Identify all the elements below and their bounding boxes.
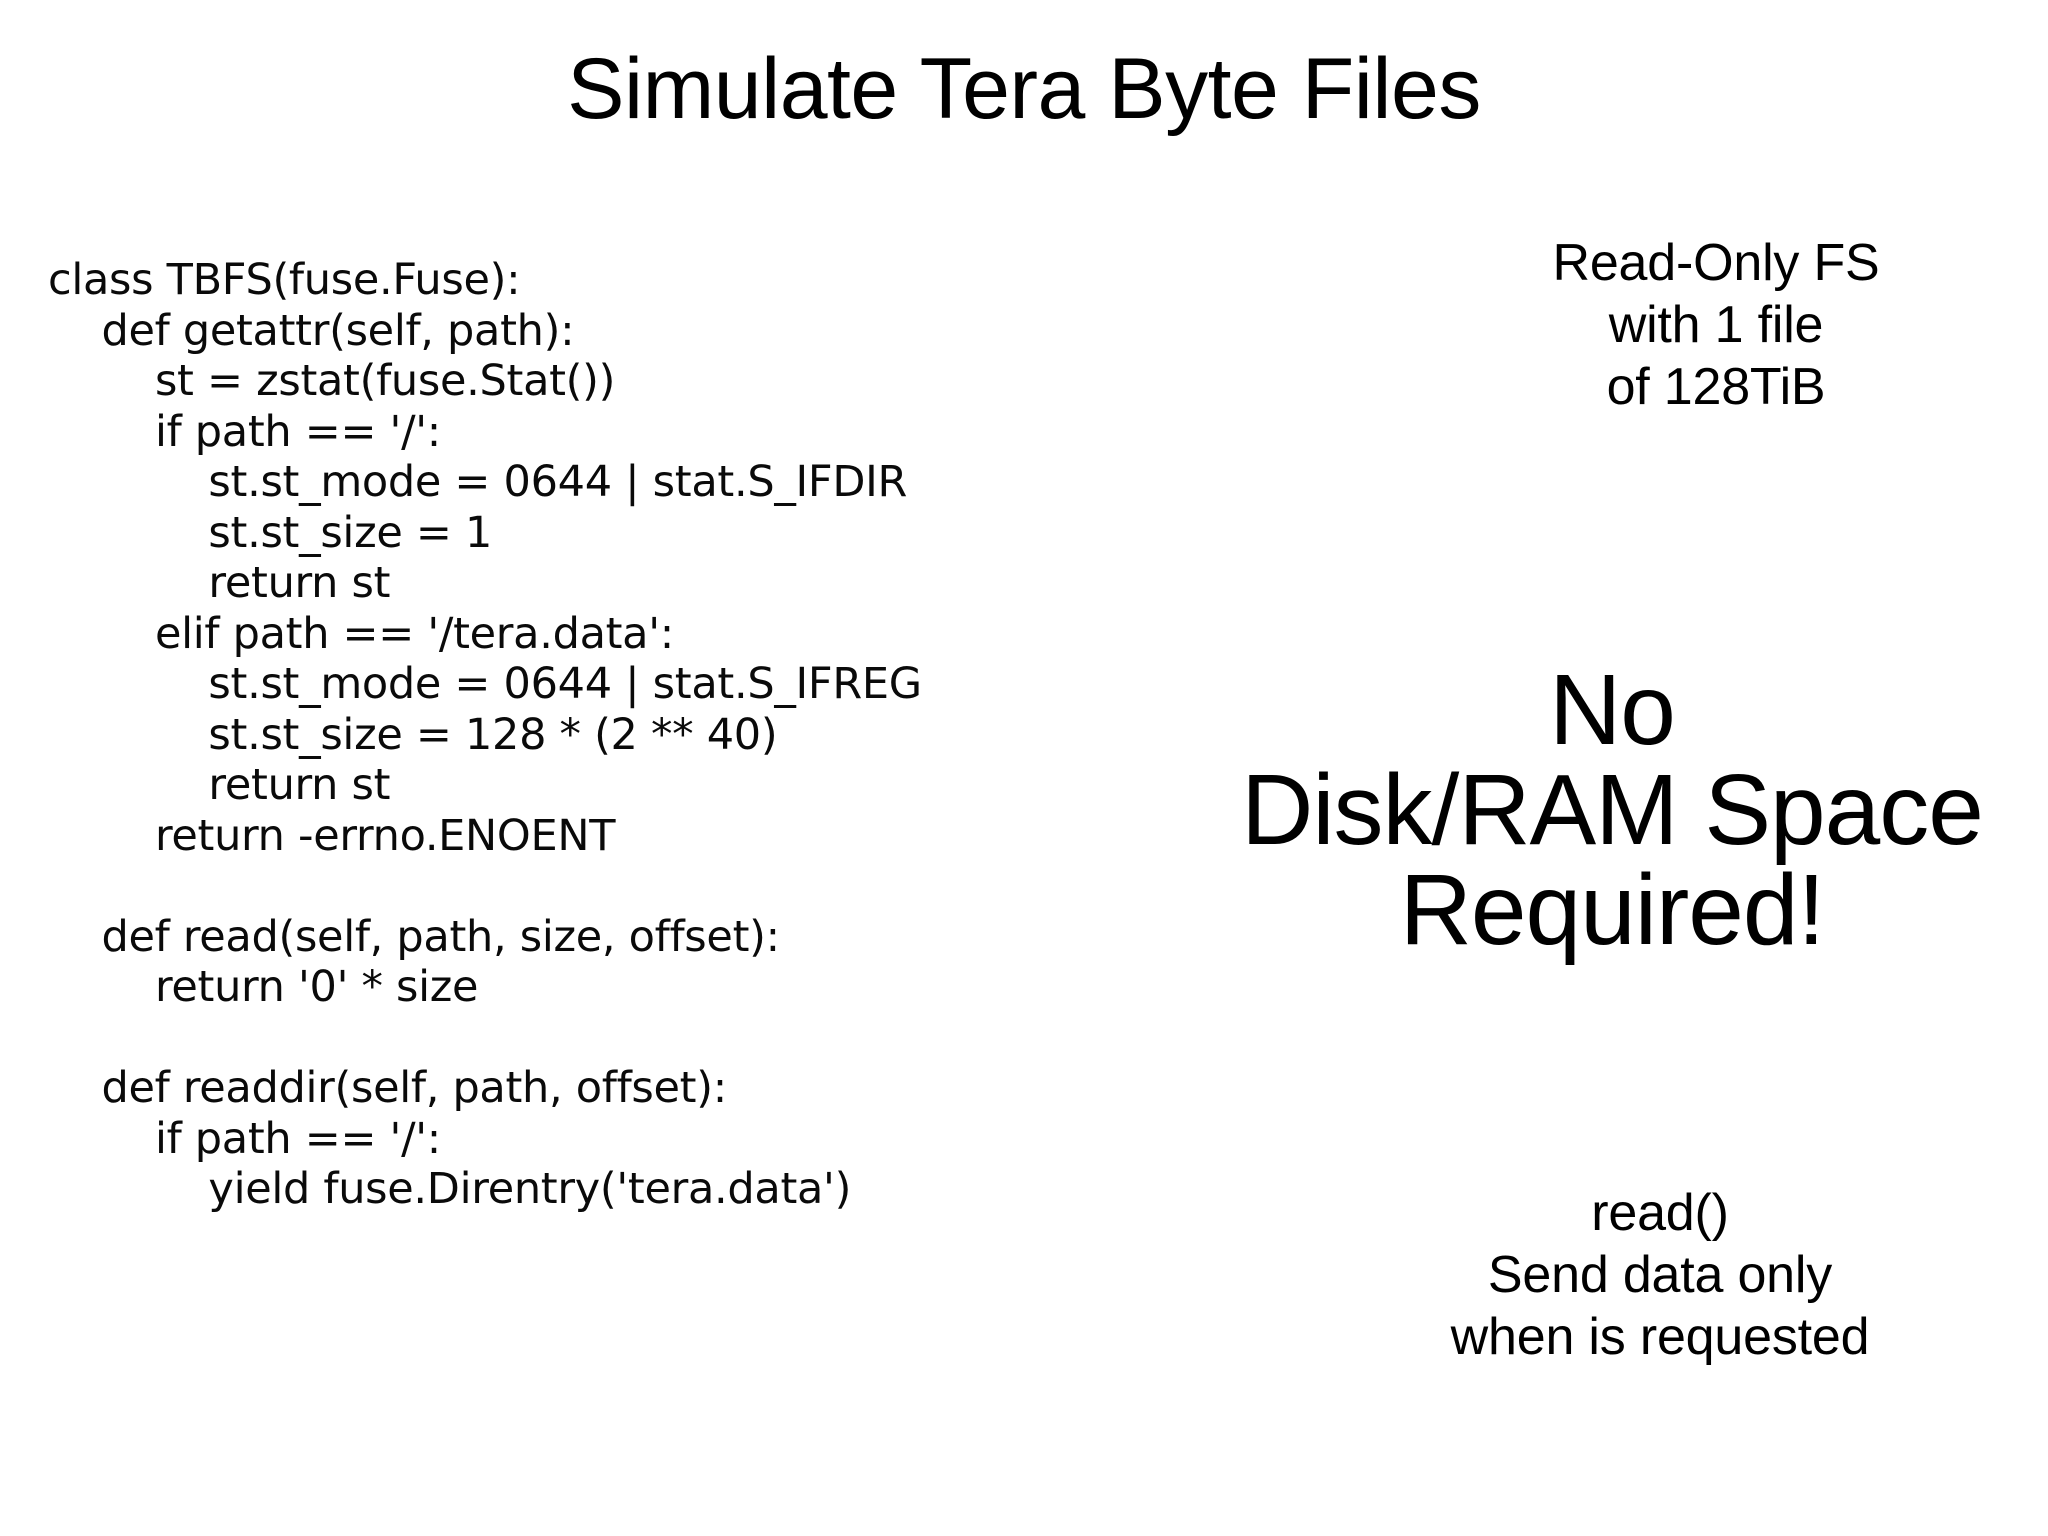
annotation-line: Send data only xyxy=(1487,1246,1833,1304)
annotation-line: Required! xyxy=(1399,854,1826,966)
code-line-blank xyxy=(48,861,1168,912)
annotation-line: No xyxy=(1549,654,1676,766)
code-line: return st xyxy=(48,760,391,810)
code-line: class TBFS(fuse.Fuse): xyxy=(48,255,521,305)
annotation-line: Read-Only FS xyxy=(1552,234,1880,292)
code-line: elif path == '/tera.data': xyxy=(48,608,674,659)
code-line: st.st_size = 128 * (2 ** 40) xyxy=(48,709,778,760)
code-line: return '0' * size xyxy=(48,962,479,1012)
annotation-read-call: read() Send data only when is requested xyxy=(1340,1182,1980,1368)
code-line: def readdir(self, path, offset): xyxy=(48,1063,727,1113)
code-line: return st xyxy=(48,558,391,608)
annotation-line: of 128TiB xyxy=(1606,358,1826,416)
code-line: if path == '/': xyxy=(48,1113,441,1164)
annotation-line: with 1 file xyxy=(1608,296,1824,354)
code-line: st.st_size = 1 xyxy=(48,507,493,558)
code-line: st.st_mode = 0644 | stat.S_IFREG xyxy=(48,659,922,709)
code-line: st.st_mode = 0644 | stat.S_IFDIR xyxy=(48,457,908,507)
annotation-line: Disk/RAM Space xyxy=(1241,754,1984,866)
code-line: if path == '/': xyxy=(48,406,441,457)
code-line: yield fuse.Direntry('tera.data') xyxy=(48,1164,852,1214)
annotation-line: read() xyxy=(1591,1184,1729,1242)
code-line-blank xyxy=(48,1013,1168,1064)
code-line: return -errno.ENOENT xyxy=(48,810,616,861)
code-line: def read(self, path, size, offset): xyxy=(48,911,780,962)
annotation-line: when is requested xyxy=(1450,1308,1870,1366)
code-line: def getattr(self, path): xyxy=(48,305,575,356)
code-line: st = zstat(fuse.Stat()) xyxy=(48,356,616,406)
code-block: class TBFS(fuse.Fuse): def getattr(self,… xyxy=(48,255,1168,1215)
page-title: Simulate Tera Byte Files xyxy=(567,41,1481,137)
annotation-read-only-fs: Read-Only FS with 1 file of 128TiB xyxy=(1396,232,2036,418)
annotation-no-disk-ram-space: No Disk/RAM Space Required! xyxy=(1192,660,2032,960)
